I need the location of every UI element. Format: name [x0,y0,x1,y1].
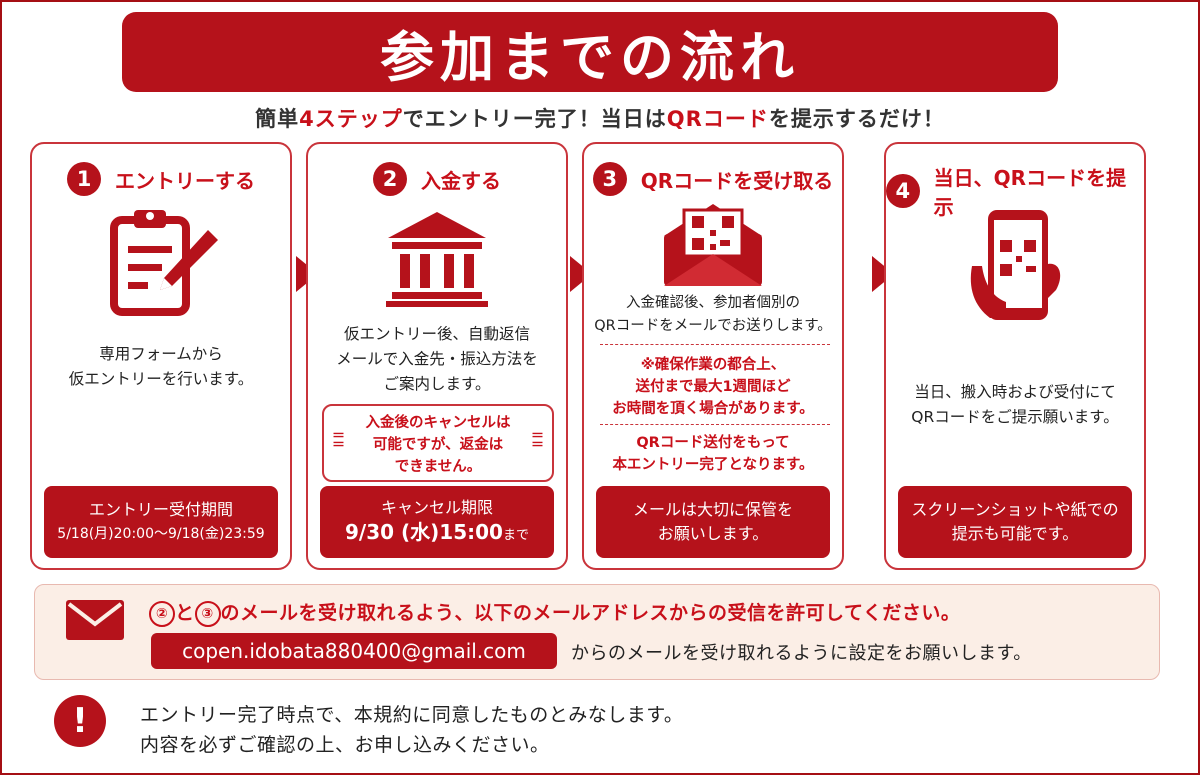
clipboard-pencil-icon [32,208,290,328]
step-number: 3 [592,162,627,196]
circle-number: ② [149,601,175,627]
notice-line: エントリー完了時点で、本規約に同意したものとみなします。 [140,704,684,726]
subtitle-part: でエントリー完了！当日は [402,107,667,131]
desc-line: ご案内します。 [383,375,491,393]
note-line: ※確保作業の都合上、 [640,357,786,373]
step-title: QRコードを受け取る [640,168,834,193]
desc-line: メールで入金先・振込方法を [336,350,538,368]
entry-period-box: エントリー受付期間 5/18(月)20:00〜9/18(金)23:59 [44,486,278,558]
deadline-date: 9/30 (水)15:00 [345,520,503,544]
email-address[interactable]: copen.idobata880400@gmail.com [151,633,557,669]
step-description: 当日、搬入時および受付にて QRコードをご提示願います。 [886,380,1144,430]
box-line: スクリーンショットや紙での [911,500,1119,519]
box-line: お願いします。 [657,524,769,543]
divider [600,424,830,425]
exclamation-icon: ! [54,695,106,747]
subtitle-highlight-qr: QRコード [666,107,769,131]
deadline-value: 9/30 (水)15:00まで [320,520,554,548]
divider [600,344,830,345]
desc-line: 入金確認後、参加者個別の [626,295,800,311]
page-title: 参加までの流れ [380,25,800,89]
step-header: 2 入金する [308,162,566,196]
mail-icon [65,599,125,645]
step-title: 入金する [421,168,501,193]
notice-line: 内容を必ずご確認の上、お申し込みください。 [140,734,550,756]
desc-line: QRコードをご提示願います。 [911,408,1119,426]
cancel-deadline-box: キャンセル期限 9/30 (水)15:00まで [320,486,554,558]
final-line: 本エントリー完了となります。 [612,457,814,473]
note-line: お時間を頂く場合があります。 [612,401,814,417]
smartphone-qr-icon [886,206,1144,326]
delivery-note: ※確保作業の都合上、 送付まで最大1週間ほど お時間を頂く場合があります。 [584,354,842,420]
mail-setting-text: からのメールを受け取れるように設定をお願いします。 [571,643,1032,664]
title-banner: 参加までの流れ [122,12,1058,92]
deadline-suffix: まで [502,528,529,543]
final-line: QRコード送付をもって [636,435,790,451]
step-description: 入金確認後、参加者個別の QRコードをメールでお送りします。 [584,292,842,338]
desc-line: 仮エントリーを行います。 [68,370,254,388]
box-line: メールは大切に保管を [632,500,793,519]
circle-number: ③ [194,601,221,627]
step-number: 2 [373,162,407,196]
box-line: 5/18(月)20:00〜9/18(金)23:59 [57,526,265,542]
desc-line: 仮エントリー後、自動返信 [343,325,530,343]
subtitle: 簡単4ステップでエントリー完了！当日はQRコードを提示するだけ！ [0,103,1200,133]
subtitle-part: を提示するだけ！ [768,107,945,131]
envelope-qr-icon [584,200,842,320]
step-header: 4 当日、QRコードを提示 [886,162,1144,220]
step-number: 4 [886,174,920,208]
subtitle-part: 簡単 [255,107,300,131]
step-card-4: 4 当日、QRコードを提示 当日、搬入時および受付にて QRコードをご提示願いま… [884,142,1146,570]
emphasis-mark-icon: ＝＝ [332,429,346,453]
step-card-3: 3 QRコードを受け取る 入金確認後、参加者個別の QRコードをメールでお送りし… [582,142,844,570]
mail-instruction-text: のメールを受け取れるよう、以下のメールアドレスからの受信を許可してください。 [220,602,961,624]
desc-line: 専用フォームから [99,345,223,363]
step-number: 1 [67,162,101,196]
box-line: エントリー受付期間 [88,500,233,519]
cancel-warning-box: ＝＝ ＝＝ 入金後のキャンセルは 可能ですが、返金は できません。 [322,404,554,482]
box-line: キャンセル期限 [380,498,493,517]
warn-line: 入金後のキャンセルは [365,415,511,431]
warn-line: できません。 [394,459,482,475]
step-title: エントリーする [115,168,255,193]
bank-icon [308,208,566,328]
step-description: 専用フォームから 仮エントリーを行います。 [32,342,290,392]
keep-mail-box: メールは大切に保管を お願いします。 [596,486,830,558]
note-line: 送付まで最大1週間ほど [635,379,791,395]
mail-join: と [175,602,195,624]
terms-notice: エントリー完了時点で、本規約に同意したものとみなします。 内容を必ずご確認の上、… [140,700,683,760]
step-header: 1 エントリーする [32,162,290,196]
screenshot-ok-box: スクリーンショットや紙での 提示も可能です。 [898,486,1132,558]
step-card-2: 2 入金する 仮エントリー後、自動返信 メールで入金先・振込方法を ご案内します… [306,142,568,570]
step-title: 当日、QRコードを提示 [933,166,1127,219]
subtitle-highlight-steps: 4ステップ [299,107,403,131]
desc-line: QRコードをメールでお送りします。 [594,318,832,334]
desc-line: 当日、搬入時および受付にて [914,383,1116,401]
emphasis-mark-icon: ＝＝ [530,429,544,453]
step-header: 3 QRコードを受け取る [584,162,842,196]
box-line: 提示も可能です。 [951,524,1079,543]
step-description: 仮エントリー後、自動返信 メールで入金先・振込方法を ご案内します。 [308,322,566,397]
warn-line: 可能ですが、返金は [372,437,504,453]
step-card-1: 1 エントリーする 専用フォームから 仮エントリーを行います。 エントリー受付期… [30,142,292,570]
completion-note: QRコード送付をもって 本エントリー完了となります。 [584,432,842,476]
